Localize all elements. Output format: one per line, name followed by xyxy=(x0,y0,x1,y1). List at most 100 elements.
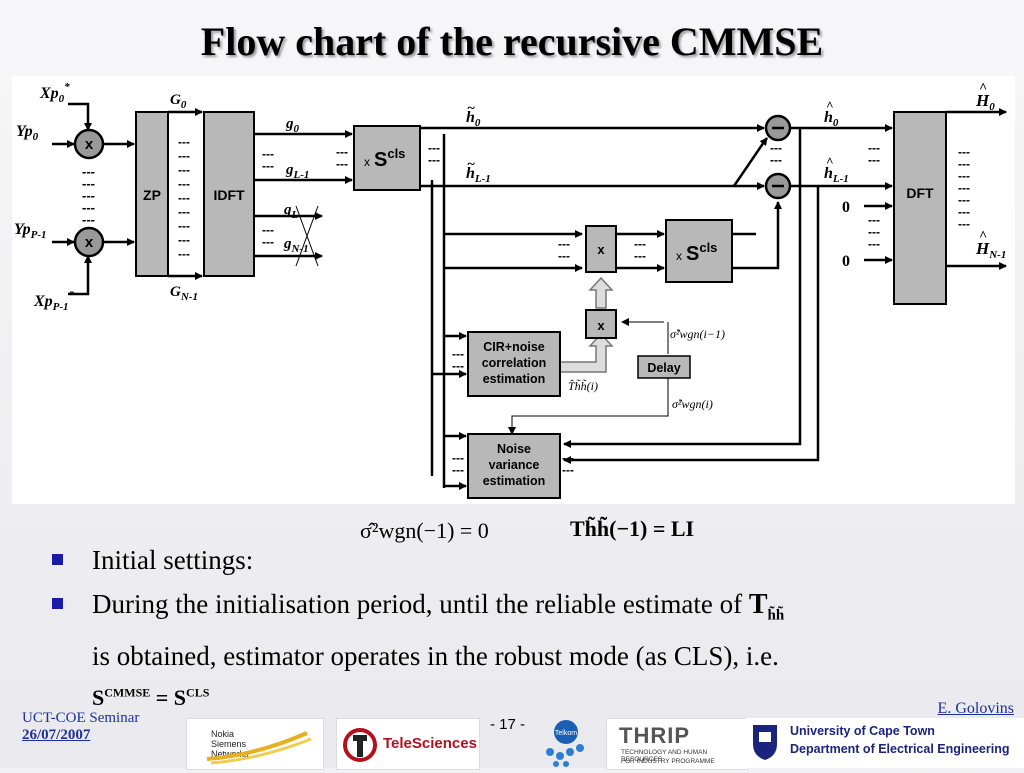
svg-text:---: --- xyxy=(82,164,95,179)
scls-block-top xyxy=(353,125,421,191)
svg-text:---: --- xyxy=(178,219,190,233)
svg-text:---: --- xyxy=(958,193,970,207)
svg-text:---: --- xyxy=(428,141,440,155)
label-hL1-tilde: hL-1 xyxy=(466,165,491,185)
telkom-logo: Telkom xyxy=(536,718,600,768)
svg-text:---: --- xyxy=(958,157,970,171)
seminar-date: 26/07/2007 xyxy=(22,727,91,743)
telesciences-logo: TeleSciences xyxy=(336,718,480,770)
scls-top-label: Scls xyxy=(374,146,405,171)
label-h0-tilde: h0 xyxy=(466,109,481,129)
label-gN1: gN-1 xyxy=(283,236,309,255)
svg-text:---: --- xyxy=(262,235,274,249)
label-g0: g0 xyxy=(285,116,300,135)
zp-block xyxy=(135,111,169,277)
svg-text:---: --- xyxy=(562,451,574,465)
svg-text:x: x xyxy=(676,249,682,263)
svg-text:---: --- xyxy=(562,463,574,477)
noise-variance-block xyxy=(467,433,561,499)
label-G0: G0 xyxy=(170,92,187,111)
label-sigma-prev: σ̂²wgn(i−1) xyxy=(670,327,725,341)
label-zero-2: 0 xyxy=(842,253,850,270)
svg-text:---: --- xyxy=(336,157,348,171)
svg-text:---: --- xyxy=(82,212,95,227)
svg-text:---: --- xyxy=(452,463,464,477)
svg-text:---: --- xyxy=(634,237,646,251)
svg-text:---: --- xyxy=(770,153,782,167)
svg-text:---: --- xyxy=(634,249,646,263)
footer-seminar: UCT-COE Seminar 26/07/2007 xyxy=(22,710,139,744)
equation-sigma-init: σ̂²wgn(−1) = 0 xyxy=(360,518,489,543)
cir-line1: CIR+noise xyxy=(483,340,545,354)
cir-noise-block xyxy=(467,331,561,397)
author-name: E. Golovins xyxy=(937,700,1014,717)
svg-text:---: --- xyxy=(958,205,970,219)
scls-mid-label: Scls xyxy=(686,240,717,265)
label-xpP1: XpP-1* xyxy=(33,289,75,313)
nokia-logo-text: Nokia Siemens Networks xyxy=(211,729,249,759)
math-t-hh: Th̃h̃ xyxy=(748,589,785,624)
nokia-swoosh-icon xyxy=(206,731,312,765)
svg-text:---: --- xyxy=(82,188,95,203)
telkom-dots-icon: Telkom xyxy=(546,720,584,767)
dft-label: DFT xyxy=(906,185,934,201)
bullet-text-2: During the initialisation period, until … xyxy=(92,589,743,619)
bullet-initialisation: During the initialisation period, until … xyxy=(52,584,982,716)
svg-text:---: --- xyxy=(178,149,190,163)
svg-text:---: --- xyxy=(178,191,190,205)
math-s-cmmse: SCMMSE = SCLS xyxy=(92,684,210,710)
svg-text:~: ~ xyxy=(467,101,475,116)
delay-label: Delay xyxy=(647,361,680,375)
label-xp0: Xp0* xyxy=(39,81,70,105)
thrip-text: THRIP xyxy=(619,723,690,748)
svg-text:---: --- xyxy=(336,145,348,159)
label-GN1: GN-1 xyxy=(170,284,198,303)
svg-text:---: --- xyxy=(262,159,274,173)
label-ypP1: YpP-1 xyxy=(14,221,46,241)
mult-block xyxy=(585,225,617,273)
idft-label: IDFT xyxy=(213,187,245,203)
nokia-siemens-logo: Nokia Siemens Networks xyxy=(186,718,324,770)
svg-text:---: --- xyxy=(558,249,570,263)
svg-text:---: --- xyxy=(82,176,95,191)
uct-line2: Department of Electrical Engineering xyxy=(790,742,1010,756)
svg-text:---: --- xyxy=(452,347,464,361)
uct-logo: University of Cape Town Department of El… xyxy=(746,718,1024,768)
svg-text:---: --- xyxy=(262,223,274,237)
svg-text:---: --- xyxy=(178,233,190,247)
subtractor-l1 xyxy=(764,172,792,200)
svg-text:^: ^ xyxy=(979,229,987,244)
svg-text:---: --- xyxy=(868,153,880,167)
svg-text:---: --- xyxy=(262,147,274,161)
input-multiplier-p1: x xyxy=(73,226,105,258)
bullet-text-3: is obtained, estimator operates in the r… xyxy=(92,640,779,671)
label-yp0: Yp0 xyxy=(16,123,39,143)
bullet-list: Initial settings: During the initialisat… xyxy=(52,540,982,716)
uct-line1: University of Cape Town xyxy=(790,724,935,738)
label-gL: gL xyxy=(283,202,299,221)
scls-block-mid xyxy=(665,219,733,283)
svg-text:---: --- xyxy=(178,177,190,191)
zp-label: ZP xyxy=(143,187,161,203)
svg-text:x: x xyxy=(85,234,94,251)
svg-text:---: --- xyxy=(868,141,880,155)
label-sigma-cur: σ̂²wgn(i) xyxy=(672,397,713,411)
flow-chart: Xp0* Yp0 YpP-1 XpP-1* x x --------------… xyxy=(12,76,1015,504)
svg-text:x: x xyxy=(85,136,94,153)
telesciences-text: TeleSciences xyxy=(383,735,477,752)
thrip-sub2: FOR INDUSTRY PROGRAMME xyxy=(621,758,715,765)
cir-line3: estimation xyxy=(483,372,546,386)
telkom-text: Telkom xyxy=(555,730,577,737)
telesciences-mark-icon xyxy=(343,728,377,762)
svg-text:---: --- xyxy=(958,145,970,159)
bullet-square-icon xyxy=(52,598,63,609)
thrip-sub1: TECHNOLOGY AND HUMAN RESOURCES xyxy=(621,749,708,763)
svg-text:x: x xyxy=(364,155,370,169)
flow-chart-svg: Xp0* Yp0 YpP-1 XpP-1* x x --------------… xyxy=(14,81,1007,499)
svg-text:---: --- xyxy=(452,359,464,373)
uct-crest-icon xyxy=(753,725,777,760)
label-hL1-hat: hL-1 xyxy=(824,165,849,185)
label-H0: H0 xyxy=(975,91,995,113)
delay-block xyxy=(637,355,691,379)
svg-text:---: --- xyxy=(868,225,880,239)
